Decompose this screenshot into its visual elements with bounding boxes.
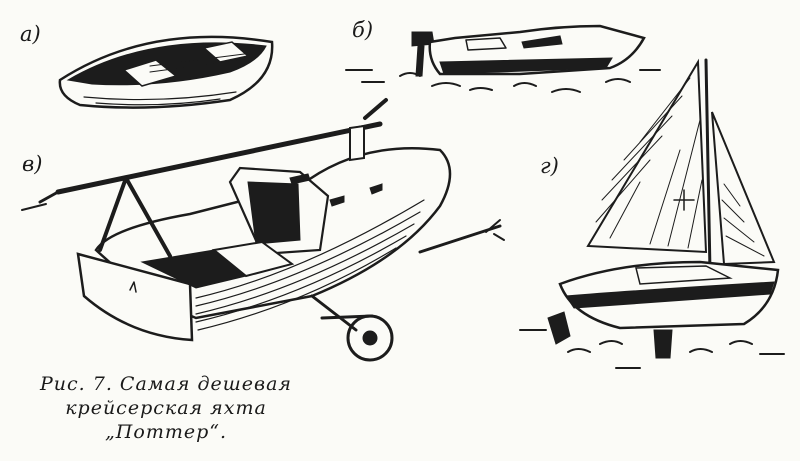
motorboat-drawing	[345, 24, 661, 93]
dinghy-drawing	[58, 35, 274, 109]
panel-label-g: г)	[540, 154, 559, 178]
caption-line-2: крейсерская яхта	[65, 397, 267, 419]
panel-label-b: б)	[352, 18, 374, 42]
trailer-yacht-drawing	[21, 98, 505, 362]
panel-label-a: а)	[20, 22, 41, 46]
sailboat-drawing	[519, 58, 785, 369]
panel-label-v: в)	[22, 152, 43, 176]
figure-caption: Рис. 7. Самая дешевая крейсерская яхта „…	[16, 372, 316, 444]
caption-line-3: „Поттер“.	[104, 421, 228, 443]
caption-line-1: Рис. 7. Самая дешевая	[40, 373, 292, 395]
